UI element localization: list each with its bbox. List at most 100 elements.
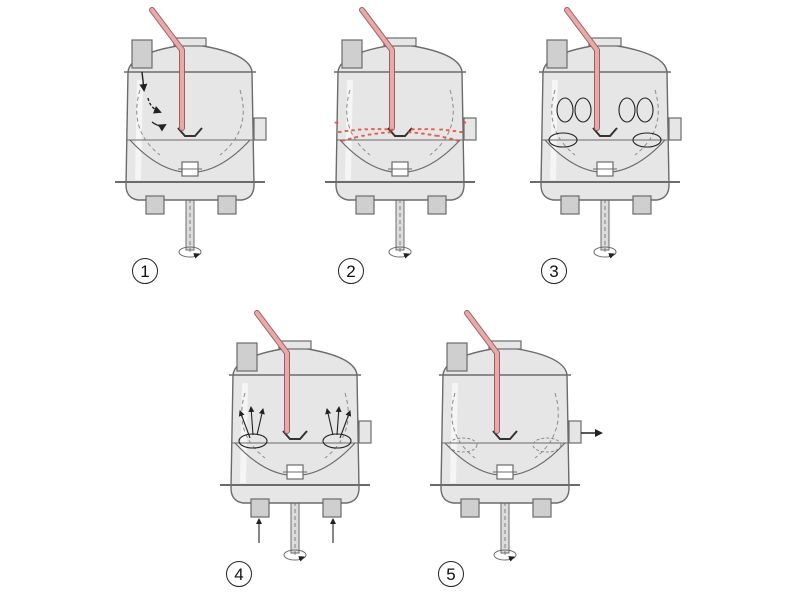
vessel-5 — [430, 310, 603, 562]
spray-nozzle — [282, 430, 308, 440]
foot-right — [322, 498, 342, 518]
spray-droplet — [376, 132, 379, 135]
spray-droplet — [416, 131, 419, 134]
spray-droplet — [369, 133, 372, 136]
highlight — [135, 79, 143, 181]
foot-left — [560, 195, 580, 215]
spray-droplet — [435, 134, 439, 137]
spray-droplet — [462, 121, 465, 124]
air-arrow — [339, 410, 352, 439]
flow-path-right — [534, 392, 559, 459]
flow-path-right — [219, 89, 244, 156]
step-label-5: 5 — [438, 561, 464, 587]
spray-droplet — [362, 134, 365, 137]
mix-swirl — [556, 97, 574, 123]
flow-path-left — [451, 392, 476, 459]
feed-hopper — [341, 39, 363, 69]
spray-droplet — [336, 121, 339, 124]
foot-left — [355, 195, 375, 215]
spray-droplet — [440, 128, 444, 131]
spray-droplet — [460, 130, 463, 134]
foot-left — [145, 195, 165, 215]
highlight — [345, 79, 353, 181]
spray-droplet — [364, 128, 367, 131]
side-port — [463, 117, 477, 141]
spray-droplet — [379, 128, 382, 131]
mix-swirl-low-left — [548, 132, 578, 148]
rotation-indicator — [178, 246, 202, 258]
spray-droplet — [422, 132, 425, 135]
spray-droplet — [354, 136, 357, 139]
vessel-body — [230, 346, 360, 504]
spray-droplet — [357, 128, 360, 131]
spray-droplet — [459, 130, 462, 134]
mix-swirl-low-right — [632, 132, 662, 148]
feed-hopper — [236, 342, 258, 372]
air-arrow — [325, 408, 334, 436]
vessel-body — [540, 43, 670, 201]
vessel-body — [335, 43, 465, 201]
vessel-body — [125, 43, 255, 201]
highlight — [450, 382, 458, 484]
spray-droplet — [334, 121, 337, 124]
foot-right — [632, 195, 652, 215]
spray-pipe — [150, 8, 184, 130]
side-port — [253, 117, 267, 141]
highlight — [240, 382, 248, 484]
spray-droplet — [352, 129, 355, 132]
spray-droplet — [426, 127, 429, 131]
spray-droplet — [384, 128, 387, 131]
discharge-swirl-right — [532, 437, 562, 453]
spray-droplet — [361, 134, 364, 137]
spray-droplet — [439, 128, 442, 131]
spray-pipe — [255, 311, 289, 433]
air-arrow — [248, 406, 255, 436]
rotation-indicator — [593, 246, 617, 258]
spray-droplet — [342, 139, 345, 142]
mix-swirl — [574, 97, 592, 123]
flow-path-right — [324, 392, 349, 459]
spray-droplet — [374, 132, 377, 135]
spray-droplet — [432, 128, 435, 131]
spray-pipe — [360, 8, 394, 130]
rotation-arrow — [508, 556, 515, 562]
vessel-2 — [325, 7, 477, 259]
spray-cloud — [334, 121, 467, 142]
spray-droplet — [371, 127, 374, 131]
spray-droplet — [445, 129, 448, 132]
flow-path-left — [136, 89, 161, 156]
spray-droplet — [424, 128, 427, 131]
spray-droplet — [444, 136, 447, 139]
rotation-indicator — [283, 549, 307, 561]
spray-droplet — [341, 139, 344, 142]
spray-droplet — [337, 130, 341, 134]
feed-hopper — [446, 342, 468, 372]
spray-droplet — [381, 131, 384, 134]
foot-left — [460, 498, 480, 518]
spray-nozzle — [492, 430, 518, 440]
spray-droplet — [421, 132, 424, 135]
spray-droplet — [359, 128, 362, 131]
flow-path-left — [551, 89, 576, 156]
air-arrow — [238, 410, 251, 439]
fill-arrow-2 — [147, 97, 162, 114]
mix-swirl — [636, 97, 654, 123]
step-label-1: 1 — [132, 258, 158, 284]
side-port — [668, 117, 682, 141]
foot-left — [250, 498, 270, 518]
discharge-swirl-left — [448, 437, 478, 453]
spray-droplet — [419, 127, 422, 131]
foot-right — [532, 498, 552, 518]
spray-droplet — [372, 128, 375, 131]
spray-droplet — [390, 128, 394, 131]
spray-droplet — [351, 129, 354, 132]
spray-droplet — [349, 137, 352, 140]
rotation-indicator — [388, 246, 412, 258]
vessel-body — [440, 346, 570, 504]
vessel-4 — [220, 310, 372, 562]
flow-path-left — [346, 89, 371, 156]
spray-pipe — [465, 311, 499, 433]
spray-droplet — [412, 128, 415, 131]
